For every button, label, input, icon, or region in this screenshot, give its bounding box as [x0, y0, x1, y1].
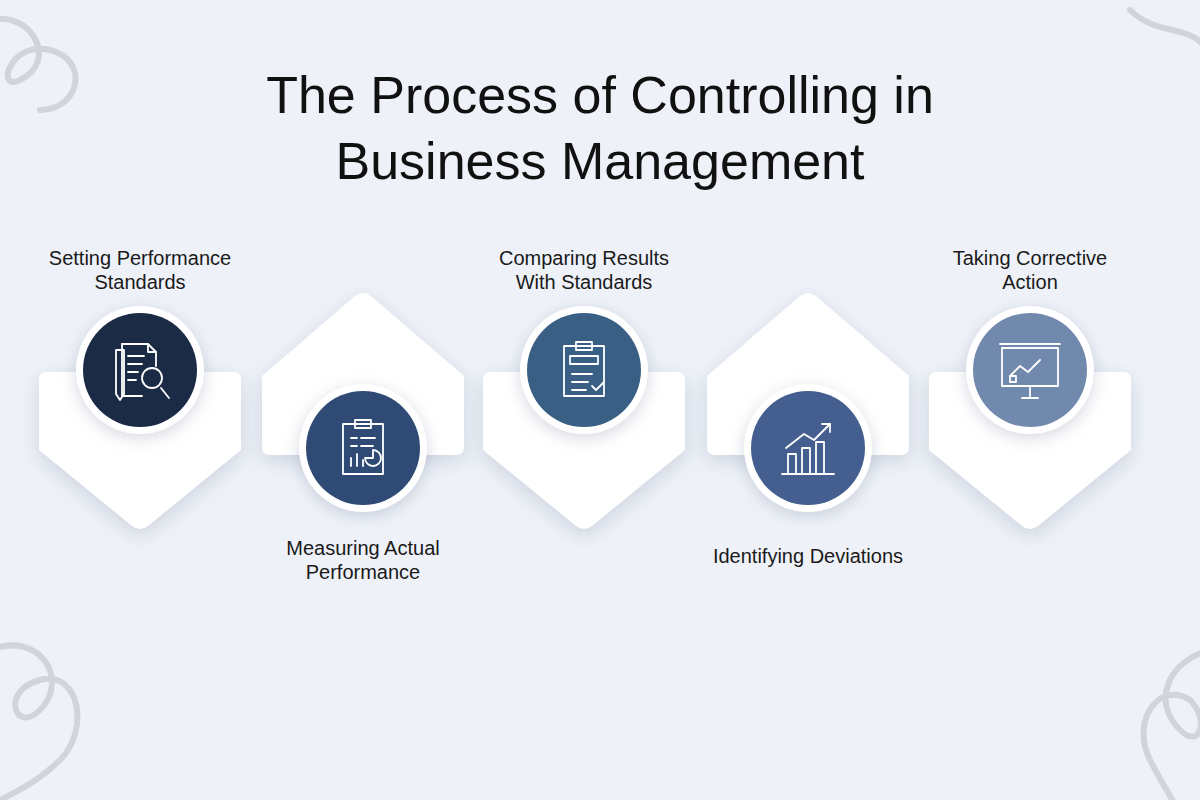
icon-stroke [816, 442, 824, 474]
icon-stroke [128, 379, 136, 381]
icon-stroke [351, 437, 357, 439]
icon-stroke [572, 381, 588, 383]
icon-circle [973, 313, 1087, 427]
icon-stroke [570, 356, 598, 364]
process-step: Measuring Actual Performance [262, 280, 464, 540]
icon-stroke [356, 454, 358, 466]
icon-circle [306, 391, 420, 505]
step-icon [343, 420, 383, 474]
icon-stroke [1010, 360, 1040, 376]
corner-squiggle [0, 645, 77, 800]
step-icon [564, 342, 604, 396]
icon-circle [751, 391, 865, 505]
icon-stroke [782, 473, 834, 475]
step-shape [483, 280, 685, 540]
icon-stroke [572, 389, 586, 391]
process-step: Setting Performance Standards [39, 280, 241, 540]
step-shape [707, 280, 909, 540]
icon-stroke [142, 368, 162, 388]
icon-stroke [362, 460, 364, 466]
process-step: Comparing Results With Standards [483, 280, 685, 540]
step-icon [782, 424, 834, 474]
step-shape [262, 280, 464, 540]
icon-stroke [361, 437, 375, 439]
icon-stroke [564, 346, 604, 396]
icon-stroke [788, 454, 796, 474]
icon-stroke [365, 450, 381, 466]
icon-ring [76, 306, 204, 434]
step-label: Identifying Deviations [673, 544, 943, 568]
icon-circle [527, 313, 641, 427]
icon-stroke [351, 445, 357, 447]
step-shape [39, 280, 241, 540]
icon-ring [299, 384, 427, 512]
icon-stroke [116, 350, 124, 400]
step-hexagon [929, 372, 1131, 529]
step-icon [1000, 344, 1060, 398]
process-step: Taking Corrective Action [929, 280, 1131, 540]
icon-ring [744, 384, 872, 512]
process-step: Identifying Deviations [707, 280, 909, 540]
icon-circle [83, 313, 197, 427]
icon-stroke [572, 373, 592, 375]
icon-stroke [576, 342, 592, 350]
icon-stroke [122, 344, 142, 396]
icon-ring [966, 306, 1094, 434]
icon-stroke [822, 424, 830, 432]
icon-stroke [128, 371, 138, 373]
icon-stroke [148, 344, 156, 352]
icon-stroke [802, 448, 810, 474]
step-shape [929, 280, 1131, 540]
icon-stroke [355, 420, 371, 428]
icon-stroke [161, 388, 169, 398]
icon-stroke [1029, 386, 1031, 398]
icon-stroke [1002, 348, 1058, 386]
icon-stroke [1000, 343, 1060, 345]
icon-stroke [122, 344, 156, 366]
icon-ring [520, 306, 648, 434]
diagram-title: The Process of Controlling in Business M… [170, 62, 1030, 194]
icon-stroke [786, 424, 830, 448]
corner-squiggle [0, 19, 75, 110]
icon-stroke [128, 355, 144, 357]
icon-stroke [1022, 397, 1038, 399]
step-label: Measuring Actual Performance [258, 536, 468, 584]
corner-squiggle [1144, 650, 1200, 800]
corner-squiggle [1130, 10, 1200, 60]
icon-stroke [592, 382, 604, 390]
icon-stroke [350, 458, 352, 466]
step-label: Setting Performance Standards [30, 246, 250, 294]
icon-stroke [343, 424, 383, 474]
step-label: Comparing Results With Standards [479, 246, 689, 294]
icon-stroke [1010, 376, 1016, 382]
step-icon [116, 344, 169, 400]
icon-stroke [361, 445, 373, 447]
icon-stroke [128, 363, 142, 365]
step-label: Taking Corrective Action [925, 246, 1135, 294]
